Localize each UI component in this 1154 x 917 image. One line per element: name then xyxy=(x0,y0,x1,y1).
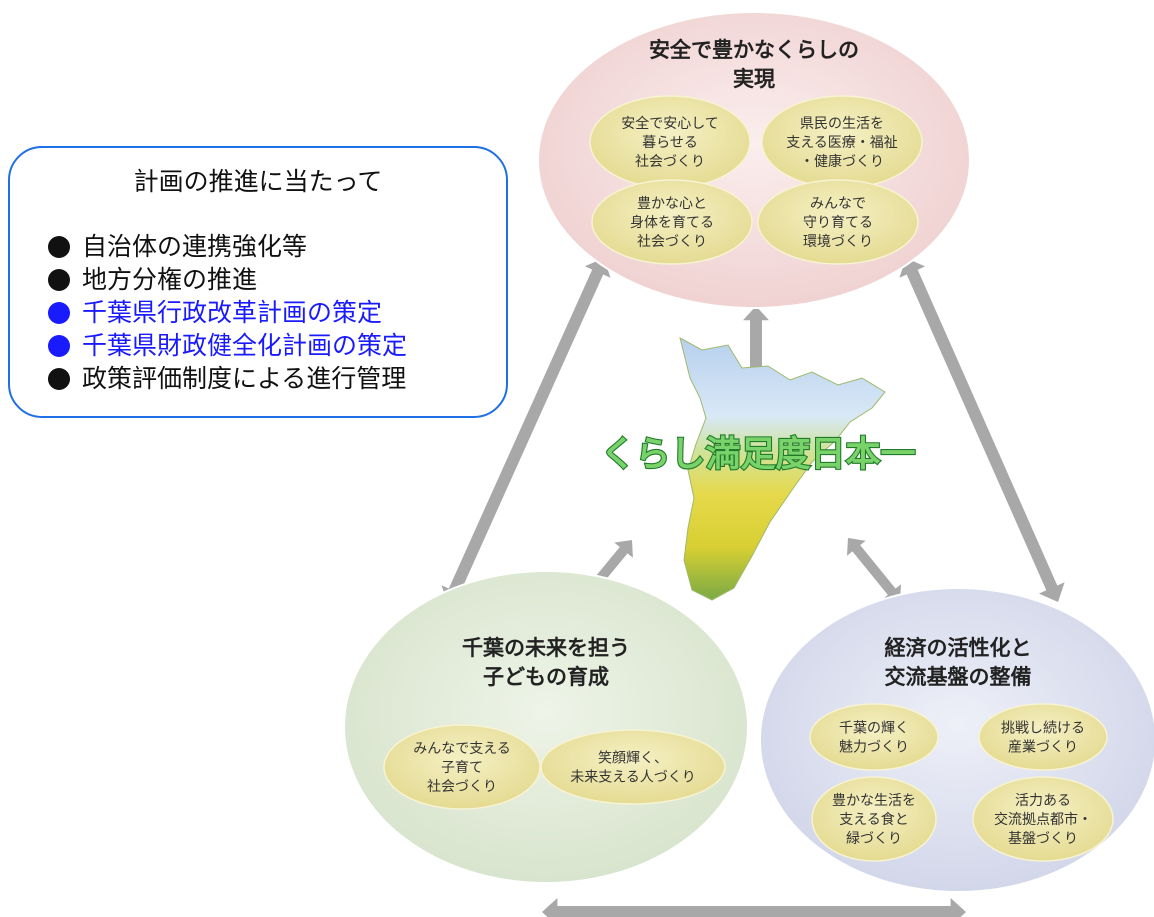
pillar-right-title: 経済の活性化と xyxy=(885,636,1032,660)
sub-policy-label: 環境づくり xyxy=(803,234,873,250)
panel-list: 自治体の連携強化等地方分権の推進千葉県行政改革計画の策定千葉県財政健全化計画の策… xyxy=(48,230,407,395)
sub-policy-label: 豊かな心と xyxy=(637,196,707,212)
arrow-bottom xyxy=(542,898,966,917)
sub-policy-label: 千葉の輝く xyxy=(839,721,909,737)
sub-policy-label: 笑顔輝く、 xyxy=(598,751,668,767)
panel-list-item: 千葉県行政改革計画の策定 xyxy=(48,296,407,329)
promotion-panel: 計画の推進に当たって 自治体の連携強化等地方分権の推進千葉県行政改革計画の策定千… xyxy=(8,146,508,418)
bullet-icon xyxy=(48,301,70,324)
panel-list-item: 地方分権の推進 xyxy=(48,263,407,296)
sub-policy-ellipse xyxy=(383,724,541,810)
panel-title: 計画の推進に当たって xyxy=(133,167,383,196)
panel-list-item-label: 千葉県財政健全化計画の策定 xyxy=(82,331,408,360)
sub-policy-label: 県民の生活を xyxy=(800,116,884,132)
bullet-icon xyxy=(48,268,70,291)
pillar-top: 安全で豊かなくらしの実現安全で安心して暮らせる社会づくり県民の生活を支える医療・… xyxy=(537,11,971,309)
panel-list-item-label: 自治体の連携強化等 xyxy=(82,232,308,261)
sub-policy-ellipse xyxy=(978,703,1108,771)
pillar-top-title: 実現 xyxy=(733,67,775,91)
sub-policy-ellipse xyxy=(811,776,937,862)
sub-policy-label: 社会づくり xyxy=(637,234,707,250)
sub-policy-label: みんなで xyxy=(810,196,866,212)
arrow-center-right xyxy=(847,538,901,602)
sub-policy-label: 社会づくり xyxy=(635,154,705,170)
sub-policy-label: 挑戦し続ける xyxy=(1001,720,1085,737)
sub-policy-ellipse xyxy=(757,179,919,265)
sub-policy-label: 未来支える人づくり xyxy=(570,770,696,786)
pillar-top-title: 安全で豊かなくらしの xyxy=(649,38,859,62)
sub-policy-label: 子育て xyxy=(441,760,483,776)
arrow-top-right xyxy=(899,258,1065,602)
bullet-icon xyxy=(48,367,70,390)
panel-list-item: 千葉県財政健全化計画の策定 xyxy=(48,329,407,362)
panel-list-item: 自治体の連携強化等 xyxy=(48,230,407,263)
sub-policy-label: 活力ある xyxy=(1015,793,1071,809)
panel-list-item-label: 政策評価制度による進行管理 xyxy=(82,364,407,393)
panel-list-item: 政策評価制度による進行管理 xyxy=(48,362,407,395)
pillar-right: 経済の活性化と交流基盤の整備千葉の輝く魅力づくり挑戦し続ける産業づくり豊かな生活… xyxy=(759,587,1154,893)
panel-list-item-label: 千葉県行政改革計画の策定 xyxy=(82,298,383,327)
sub-policy-ellipse xyxy=(591,179,753,265)
sub-policy-label: 魅力づくり xyxy=(839,740,909,756)
sub-policy-label: 交流拠点都市・ xyxy=(994,811,1092,828)
slogan-text: くらし満足度日本一 xyxy=(600,435,915,475)
sub-policy-label: 支える医療・福祉 xyxy=(786,134,898,151)
sub-policy-label: 社会づくり xyxy=(427,779,497,795)
arrow-top-center xyxy=(743,306,769,386)
sub-policy-label: 基盤づくり xyxy=(1008,830,1078,847)
sub-policy-label: 暮らせる xyxy=(642,135,698,151)
sub-policy-ellipse xyxy=(972,776,1114,862)
sub-policy-left-1: 笑顔輝く、未来支える人づくり xyxy=(540,729,726,805)
sub-policy-label: 身体を育てる xyxy=(630,215,714,231)
bullet-icon xyxy=(48,235,70,258)
pillar-left: 千葉の未来を担う子どもの育成みんなで支える子育て社会づくり笑顔輝く、未来支える人… xyxy=(343,570,749,884)
sub-policy-ellipse xyxy=(540,729,726,805)
panel-list-item-label: 地方分権の推進 xyxy=(82,265,258,294)
pillar-left-circle xyxy=(343,570,749,884)
sub-policy-label: みんなで支える xyxy=(413,741,511,757)
sub-policy-label: ・健康づくり xyxy=(800,153,884,170)
sub-policy-label: 緑づくり xyxy=(846,831,902,847)
pillar-left-title: 千葉の未来を担う xyxy=(462,636,630,660)
pillar-left-title: 子どもの育成 xyxy=(483,665,609,689)
arrow-top-left xyxy=(441,258,611,605)
sub-policy-ellipse xyxy=(809,703,939,771)
bullet-icon xyxy=(48,334,70,357)
sub-policy-label: 安全で安心して xyxy=(621,115,719,132)
sub-policy-label: 産業づくり xyxy=(1008,740,1078,756)
sub-policy-label: 支える食と xyxy=(839,811,909,828)
sub-policy-label: 豊かな生活を xyxy=(832,793,916,809)
connector-arrows xyxy=(441,258,1065,917)
sub-policy-label: 守り育てる xyxy=(803,215,873,231)
chiba-map-image xyxy=(679,337,886,601)
pillar-right-title: 交流基盤の整備 xyxy=(885,665,1032,689)
